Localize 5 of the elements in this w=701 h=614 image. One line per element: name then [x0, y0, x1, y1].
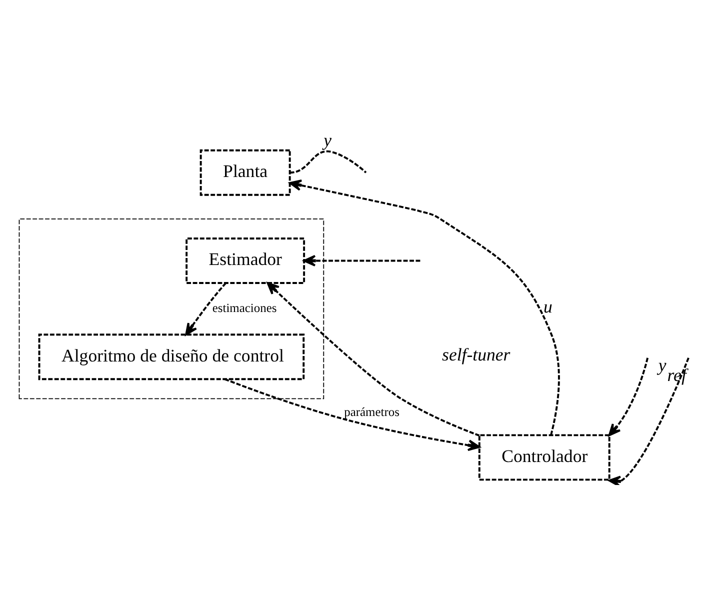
label: self-tuner [442, 344, 510, 364]
edge-label: parámetros [344, 404, 400, 419]
edge-label: u [543, 296, 552, 316]
edge-label: y [324, 130, 332, 150]
edge-label: estimaciones [212, 301, 277, 316]
